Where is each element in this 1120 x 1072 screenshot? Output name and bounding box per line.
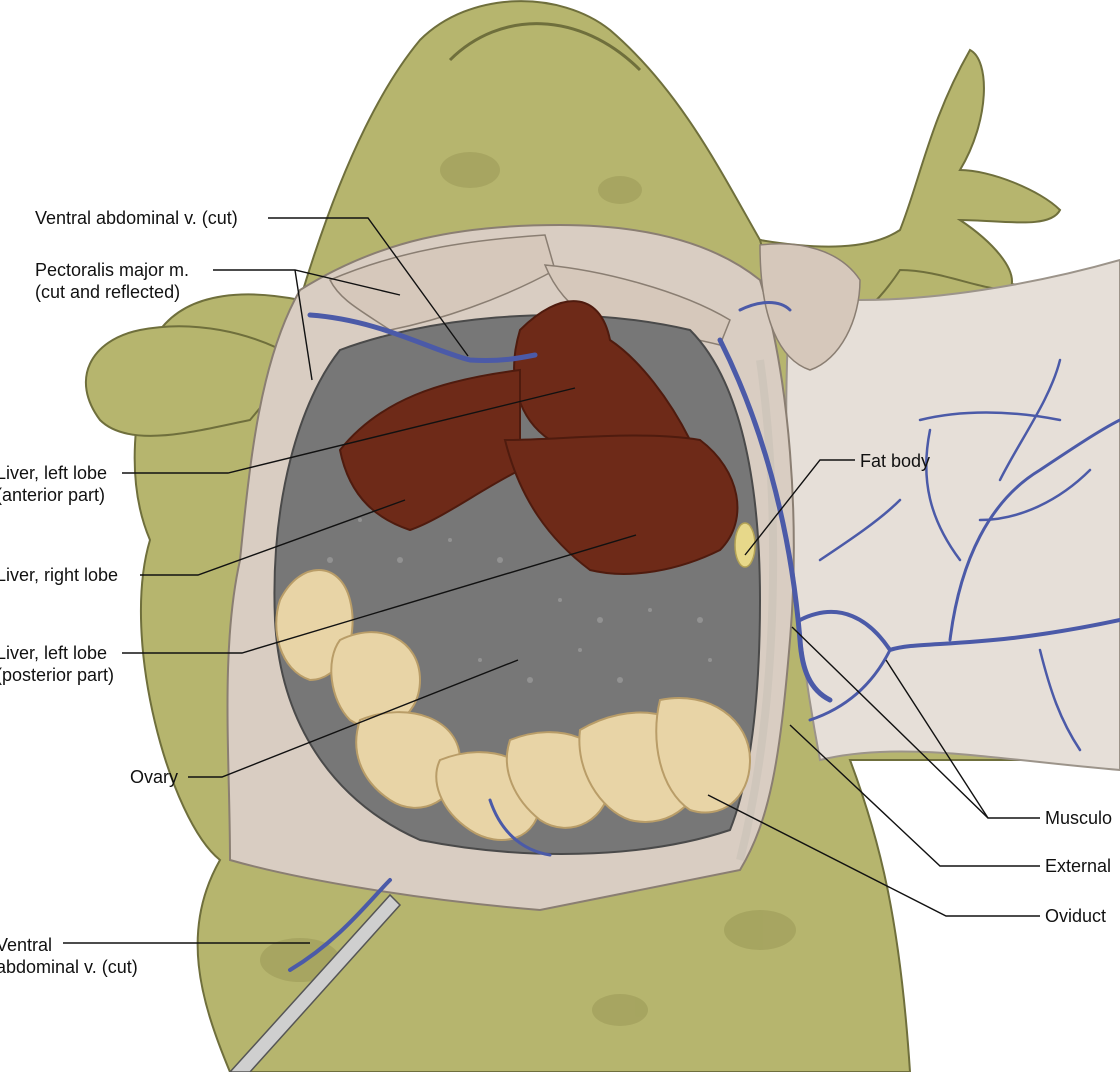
label-fat-body: Fat body <box>860 451 931 471</box>
forceps <box>228 893 402 1072</box>
leader-lines <box>63 217 1040 944</box>
label-musculo: Musculo <box>1045 808 1113 828</box>
oviduct <box>736 359 778 861</box>
label-liver-left-lobe-anterior: Liver, left lobe (anterior part) <box>0 463 108 505</box>
label-ventral-abdominal-v-cut-top: Ventral abdominal v. (cut) <box>35 208 238 228</box>
gut-texture <box>308 518 712 683</box>
veins <box>288 301 1120 972</box>
label-ovary: Ovary <box>130 767 179 787</box>
label-liver-right-lobe: Liver, right lobe <box>0 565 119 585</box>
pectoralis-flap <box>328 234 556 331</box>
label-liver-left-lobe-posterior: Liver, left lobe (posterior part) <box>0 643 115 685</box>
fat-body <box>734 522 756 568</box>
shoulder-muscle <box>759 243 861 371</box>
label-pectoralis-major: Pectoralis major m. (cut and reflected) <box>35 260 190 302</box>
mouth-edge <box>448 22 642 72</box>
ovary <box>275 569 752 841</box>
liver-left-posterior <box>503 434 739 575</box>
label-ventral-abdominal-v-cut-bottom: Ventral abdominal v. (cut) <box>0 935 138 977</box>
label-external: External <box>1045 856 1112 876</box>
left-forelimb <box>84 325 302 437</box>
label-oviduct: Oviduct <box>1045 906 1107 926</box>
